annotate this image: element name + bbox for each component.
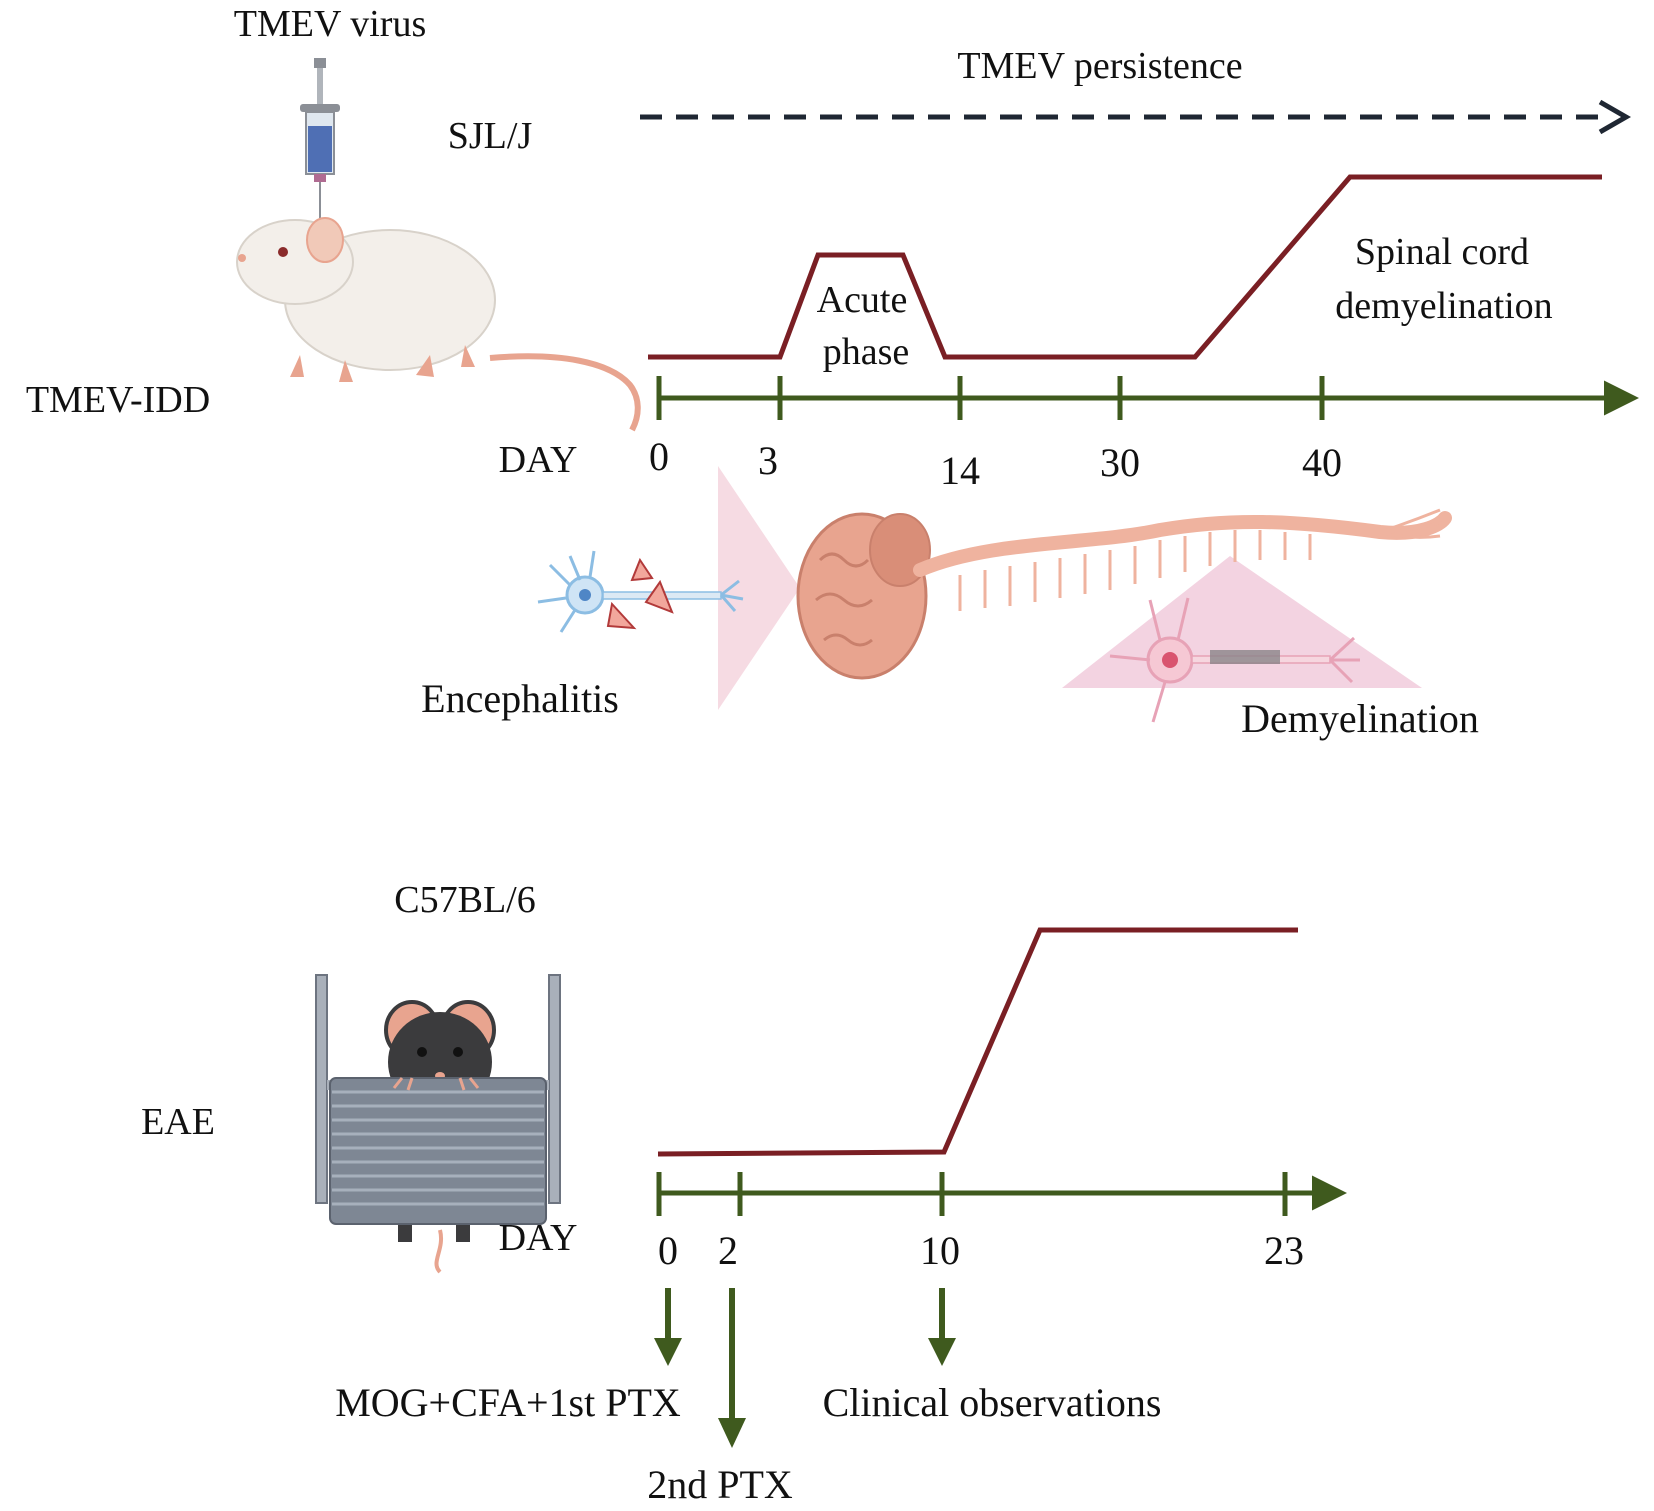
strain-c57bl6-label: C57BL/6 <box>394 879 535 921</box>
top-tick-40: 40 <box>1302 440 1342 485</box>
encephalitis-cone <box>718 466 800 710</box>
eae-timeline-axis <box>656 1172 1347 1216</box>
bottom-day-label: DAY <box>499 1217 578 1259</box>
event-arrows <box>654 1288 956 1448</box>
model-eae-label: EAE <box>141 1101 215 1143</box>
spinal-phase-line1: Spinal cord <box>1355 231 1529 273</box>
bottom-tick-23: 23 <box>1264 1228 1304 1273</box>
acute-phase-line1: Acute <box>817 279 908 321</box>
bottom-tick-0: 0 <box>658 1228 678 1273</box>
restraint-tube-body <box>329 1077 547 1225</box>
demyelinated-neuron-icon <box>1109 597 1360 723</box>
eae-disease-curve <box>657 927 1298 1157</box>
bottom-tick-2: 2 <box>718 1228 738 1273</box>
persistence-label: TMEV persistence <box>957 45 1242 87</box>
strain-sjlj-label: SJL/J <box>448 115 532 157</box>
event-day10-label: Clinical observations <box>823 1380 1162 1425</box>
encephalitis-label: Encephalitis <box>421 676 619 721</box>
acute-phase-line2: phase <box>823 331 910 373</box>
demyelination-cone <box>1062 556 1422 688</box>
tmev-timeline-axis <box>656 376 1639 420</box>
persistence-arrow <box>640 99 1632 135</box>
virus-particles-icon <box>606 557 674 630</box>
event-day2-label: 2nd PTX <box>647 1462 793 1507</box>
top-tick-14: 14 <box>940 448 980 493</box>
brain-icon <box>796 512 931 680</box>
event-day0-label: MOG+CFA+1st PTX <box>335 1380 681 1425</box>
top-tick-30: 30 <box>1100 440 1140 485</box>
spinal-cord-icon <box>913 508 1452 611</box>
model-tmev-idd-label: TMEV-IDD <box>26 379 210 421</box>
tmev-disease-curve <box>648 174 1602 360</box>
demyelination-label: Demyelination <box>1241 696 1479 741</box>
bottom-tick-10: 10 <box>920 1228 960 1273</box>
spinal-phase-line2: demyelination <box>1335 285 1552 327</box>
syringe-icon <box>300 58 340 232</box>
virus-label: TMEV virus <box>234 3 426 45</box>
top-tick-0: 0 <box>649 434 669 479</box>
top-tick-3: 3 <box>758 438 778 483</box>
top-day-label: DAY <box>499 439 578 481</box>
white-mouse-icon <box>236 217 641 432</box>
